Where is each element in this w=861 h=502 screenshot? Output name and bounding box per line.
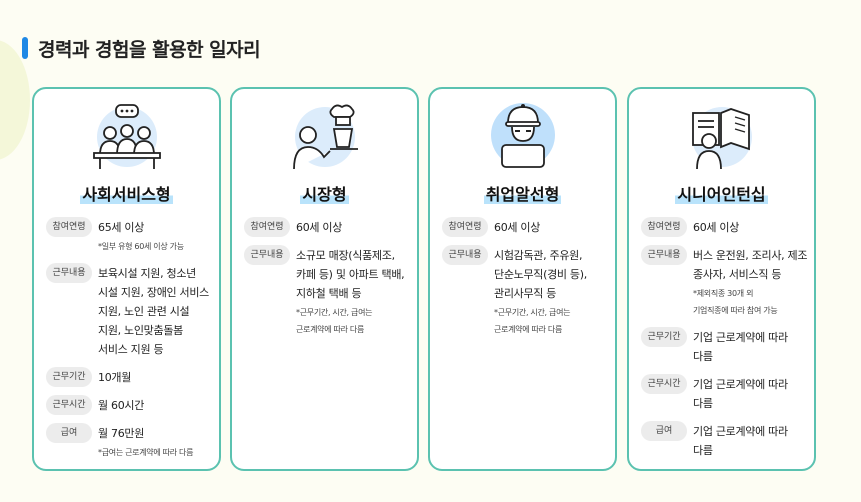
row-label: 근무내용 — [442, 245, 488, 265]
row-note: *급여는 근로계약에 따라 다름 — [98, 448, 194, 457]
info-row-period: 근무기간 기업 근로계약에 따라 다름 — [641, 327, 808, 366]
info-row-duties: 근무내용 버스 운전원, 조리사, 제조 종사자, 서비스직 등 *제외직종 30… — [641, 245, 808, 319]
info-row-hours: 근무시간 월 60시간 — [46, 395, 213, 415]
info-row-age: 참여연령 60세 이상 — [244, 217, 411, 237]
job-card-market[interactable]: 시장형 참여연령 60세 이상 근무내용 소규모 매장(식품제조, 카페 등) … — [230, 87, 419, 471]
people-meeting-icon — [34, 99, 219, 171]
row-note: *일부 유형 60세 이상 가능 — [98, 242, 184, 251]
row-value: 60세 이상 — [693, 221, 740, 234]
page-title: 경력과 경험을 활용한 일자리 — [38, 38, 261, 61]
row-label: 참여연령 — [442, 217, 488, 237]
row-label: 참여연령 — [641, 217, 687, 237]
row-note: *근무기간, 시간, 급여는 근로계약에 따라 다름 — [296, 308, 373, 334]
info-row-salary: 급여 월 76만원 *급여는 근로계약에 따라 다름 — [46, 423, 213, 461]
job-card-senior-intern[interactable]: 시니어인턴십 참여연령 60세 이상 근무내용 버스 운전원, 조리사, 제조 … — [627, 87, 816, 471]
row-value: 10개월 — [98, 371, 132, 384]
row-value: 버스 운전원, 조리사, 제조 종사자, 서비스직 등 — [693, 249, 808, 281]
worker-helmet-icon — [430, 99, 615, 171]
row-note: *제외직종 30개 외 기업직종에 따라 참여 가능 — [693, 289, 778, 315]
card-title: 시장형 — [300, 185, 349, 204]
row-value: 65세 이상 — [98, 221, 145, 234]
job-card-placement[interactable]: 취업알선형 참여연령 60세 이상 근무내용 시험감독관, 주유원, 단순노무직… — [428, 87, 617, 471]
info-row-duties: 근무내용 시험감독관, 주유원, 단순노무직(경비 등), 관리사무직 등 *근무… — [442, 245, 609, 338]
info-row-age: 참여연령 60세 이상 — [641, 217, 808, 237]
card-title: 취업알선형 — [483, 185, 562, 204]
row-label: 참여연령 — [244, 217, 290, 237]
cooking-vendor-icon — [232, 99, 417, 171]
info-row-age: 참여연령 65세 이상 *일부 유형 60세 이상 가능 — [46, 217, 213, 255]
row-value: 소규모 매장(식품제조, 카페 등) 및 아파트 택배, 지하철 택배 등 — [296, 249, 405, 300]
row-label: 참여연령 — [46, 217, 92, 237]
row-note: *근무기간, 시간, 급여는 근로계약에 따라 다름 — [494, 308, 571, 334]
info-row-hours: 근무시간 기업 근로계약에 따라 다름 — [641, 374, 808, 413]
row-label: 근무내용 — [46, 263, 92, 283]
info-row-salary: 급여 기업 근로계약에 따라 다름 — [641, 421, 808, 460]
row-value: 시험감독관, 주유원, 단순노무직(경비 등), 관리사무직 등 — [494, 249, 587, 300]
row-value: 기업 근로계약에 따라 다름 — [693, 331, 788, 363]
info-row-age: 참여연령 60세 이상 — [442, 217, 609, 237]
row-value: 월 76만원 — [98, 427, 145, 440]
card-title: 시니어인턴십 — [675, 185, 768, 204]
row-value: 60세 이상 — [494, 221, 541, 234]
info-row-period: 근무기간 10개월 — [46, 367, 213, 387]
row-value: 60세 이상 — [296, 221, 343, 234]
row-label: 근무내용 — [244, 245, 290, 265]
info-row-duties: 근무내용 소규모 매장(식품제조, 카페 등) 및 아파트 택배, 지하철 택배… — [244, 245, 411, 338]
section-heading: 경력과 경험을 활용한 일자리 — [22, 36, 261, 61]
row-value: 기업 근로계약에 따라 다름 — [693, 378, 788, 410]
row-label: 근무기간 — [46, 367, 92, 387]
row-label: 급여 — [46, 423, 92, 443]
card-title: 사회서비스형 — [80, 185, 173, 204]
row-label: 근무내용 — [641, 245, 687, 265]
row-label: 근무기간 — [641, 327, 687, 347]
row-label: 근무시간 — [641, 374, 687, 394]
heading-accent-bar — [22, 37, 28, 59]
row-value: 월 60시간 — [98, 399, 145, 412]
row-value: 보육시설 지원, 청소년 시설 지원, 장애인 서비스 지원, 노인 관련 시설… — [98, 267, 209, 356]
job-card-social-service[interactable]: 사회서비스형 참여연령 65세 이상 *일부 유형 60세 이상 가능 근무내용 … — [32, 87, 221, 471]
intern-reading-icon — [629, 99, 814, 171]
info-row-duties: 근무내용 보육시설 지원, 청소년 시설 지원, 장애인 서비스 지원, 노인 … — [46, 263, 213, 359]
row-label: 근무시간 — [46, 395, 92, 415]
row-value: 기업 근로계약에 따라 다름 — [693, 425, 788, 457]
row-label: 급여 — [641, 421, 687, 441]
